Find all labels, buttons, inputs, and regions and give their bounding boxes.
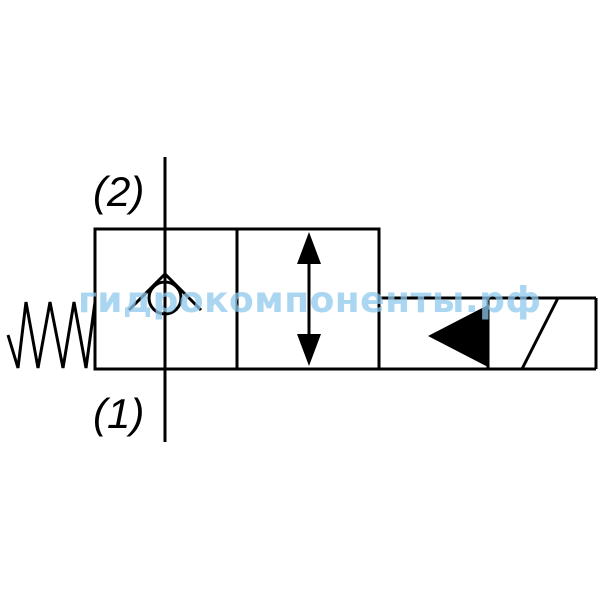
port-label-top: (2) [93, 168, 144, 215]
watermark-text: гидрокомпоненты.рф [78, 280, 542, 321]
double-arrow-icon [297, 232, 321, 366]
check-valve-icon [127, 271, 203, 316]
triangle-left-icon [428, 305, 488, 367]
spring-icon [6, 301, 97, 369]
port-label-bottom: (1) [93, 390, 144, 437]
